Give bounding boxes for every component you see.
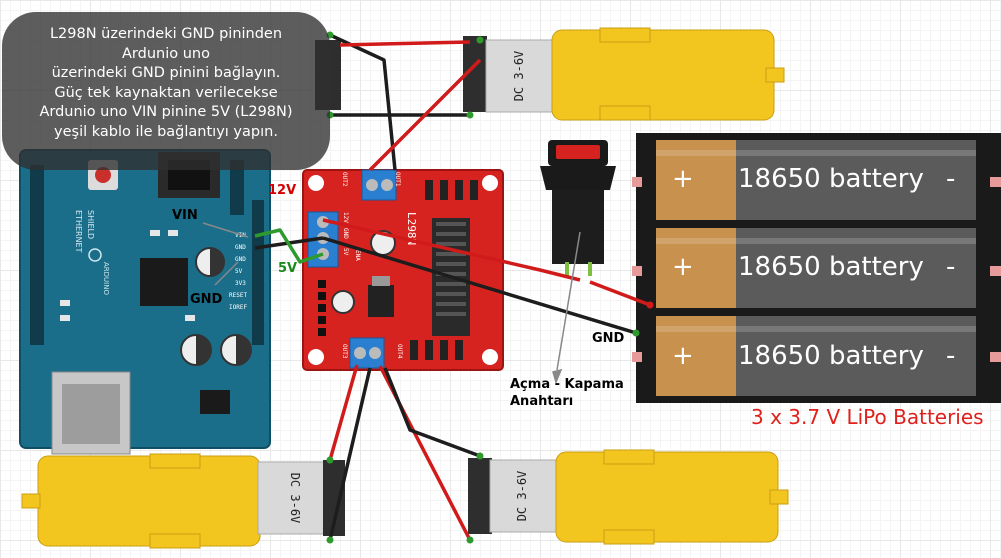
motor-bottom-right: DC 3-6V: [468, 449, 789, 545]
svg-text:ARDUINO: ARDUINO: [102, 262, 110, 295]
arduino-pin-vin: VIN: [235, 232, 246, 239]
arduino-pin-3v3: 3V3: [235, 280, 246, 287]
label-5v: 5V: [278, 261, 298, 276]
driver-ena: ENA: [354, 250, 361, 261]
note-line-2: Ardunio uno: [122, 45, 210, 62]
motor-bottom-right-label: DC 3-6V: [515, 471, 529, 522]
terminal-dots: [326, 31, 654, 544]
note-line-3: üzerindeki GND pinini bağlayın.: [51, 65, 281, 81]
driver-out3: OUT3: [341, 344, 348, 359]
battery-cell-1: + 18650 battery -: [656, 140, 976, 220]
batteries-caption: 3 x 3.7 V LiPo Batteries: [751, 405, 984, 429]
label-12v: 12V: [268, 183, 297, 198]
driver-gnd: GND: [342, 228, 349, 239]
driver-out4: OUT4: [396, 344, 403, 359]
motor-bottom-left: DC 3-6V: [21, 453, 345, 549]
arduino-pin-reset: RESET: [229, 292, 247, 299]
arduino-gnd-label: GND: [190, 292, 223, 307]
driver-12v: 12V: [342, 212, 349, 223]
arduino-pin-gnd-1: GND: [235, 244, 246, 251]
instruction-note: L298N üzerindeki GND pininden Ardunio un…: [2, 12, 330, 170]
battery-cell-1-plus: +: [672, 164, 694, 194]
battery-gnd-label: GND: [592, 331, 625, 346]
svg-text:ETHERNET: ETHERNET: [74, 210, 83, 253]
motor-bottom-left-label: DC 3-6V: [288, 473, 302, 524]
note-line-4: Güç tek kaynaktan verilecekse: [54, 84, 278, 101]
note-line-5: Ardunio uno VIN pinine 5V (L298N): [39, 104, 293, 120]
svg-text:SHIELD: SHIELD: [86, 210, 95, 239]
l298n-driver: L298N OUT1 OUT2 OUT3 OUT4 12V GND 5V ENA: [302, 169, 504, 371]
wires: [254, 33, 651, 541]
battery-cell-3-plus: +: [672, 341, 694, 371]
battery-cell-1-minus: -: [946, 164, 955, 194]
annotation-arrows: [202, 222, 581, 385]
battery-cell-2: + 18650 battery -: [656, 228, 976, 308]
battery-cell-3-label: 18650 battery: [738, 341, 924, 371]
switch-label-line-1: Açma - Kapama: [510, 377, 624, 392]
battery-cell-3: + 18650 battery -: [656, 316, 976, 396]
driver-name: L298N: [405, 212, 418, 245]
motor-top-label: DC 3-6V: [512, 51, 526, 102]
arduino-pin-ioref: IOREF: [229, 304, 247, 311]
driver-5v: 5V: [342, 248, 349, 256]
vin-label: VIN: [172, 208, 198, 223]
driver-out2: OUT2: [341, 172, 348, 187]
arduino-pin-gnd-2: GND: [235, 256, 246, 263]
battery-cell-2-label: 18650 battery: [738, 252, 924, 282]
motor-top: DC 3-6V: [315, 27, 785, 121]
battery-cell-2-plus: +: [672, 252, 694, 282]
battery-cell-2-minus: -: [946, 252, 955, 282]
driver-out1: OUT1: [394, 172, 401, 187]
switch-label-line-2: Anahtarı: [510, 394, 574, 409]
battery-cell-1-label: 18650 battery: [738, 164, 924, 194]
switch-label: Açma - Kapama Anahtarı: [510, 376, 624, 410]
note-line-1: L298N üzerindeki GND pininden: [49, 26, 283, 42]
battery-cell-3-minus: -: [946, 341, 955, 371]
arduino-power-pins: VIN GND GND 5V 3V3 RESET IOREF: [229, 232, 247, 311]
note-line-6: yeşil kablo ile bağlantıyı yapın.: [54, 123, 278, 140]
arduino-pin-5v: 5V: [235, 268, 243, 275]
power-switch: [540, 140, 616, 276]
